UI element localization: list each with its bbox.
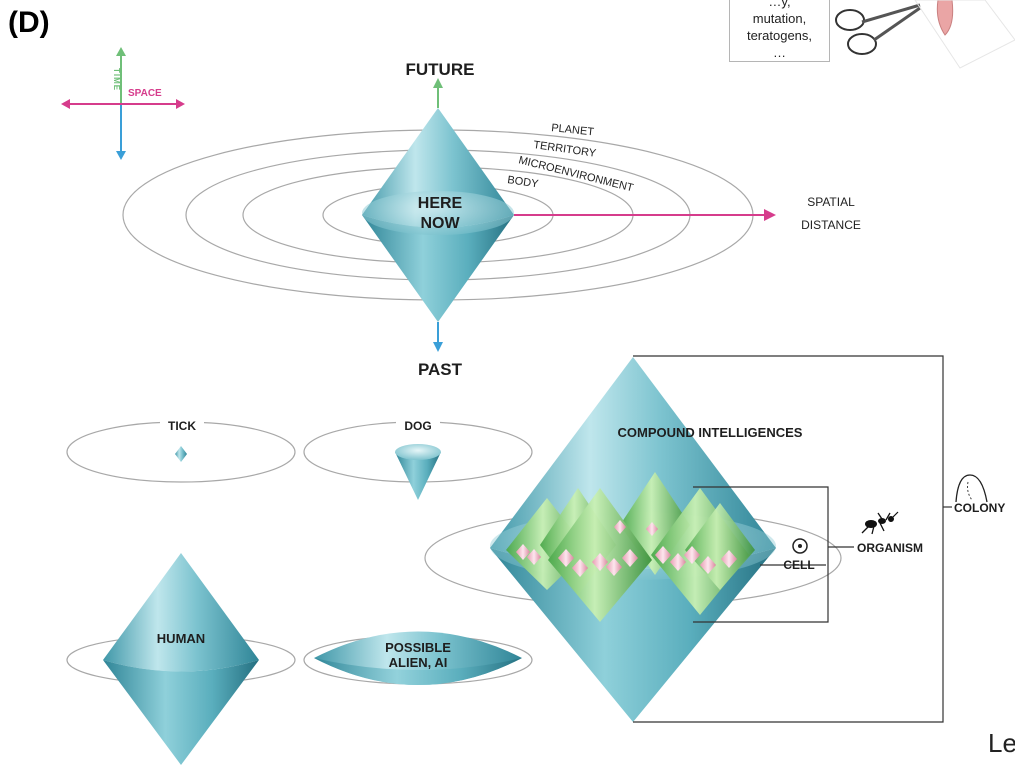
pink-cone — [721, 550, 737, 568]
pink-cone — [516, 544, 530, 560]
dog-cone-group: DOG — [303, 416, 533, 500]
ant-icon — [861, 511, 899, 535]
human-cone-group: HUMAN — [66, 553, 296, 765]
time-axis-label: TIME — [112, 68, 121, 91]
spatial-label-1: SPATIAL — [807, 195, 855, 209]
cell-label: CELL — [783, 558, 814, 572]
future-arrowhead — [433, 78, 443, 88]
organism-bracket — [693, 486, 829, 623]
dog-cone-cap — [395, 444, 441, 460]
past-arrowhead — [433, 342, 443, 352]
human-label: HUMAN — [157, 631, 205, 646]
tick-cone — [175, 446, 187, 462]
spatial-arrowhead — [764, 209, 776, 221]
callout-line-3: teratogens, — [746, 28, 813, 43]
pink-cone — [527, 549, 541, 565]
pink-cone — [614, 520, 626, 534]
now-disc — [362, 191, 514, 235]
pink-cone — [606, 558, 622, 576]
compound-intelligence-group: COMPOUND INTELLIGENCES — [424, 355, 1005, 723]
intervention-callout-box: …y, mutation, teratogens, … — [729, 0, 830, 62]
colony-bracket — [633, 355, 944, 723]
cut-off-text: Le — [988, 728, 1015, 758]
pink-cone — [684, 546, 700, 564]
colony-mound-icon — [955, 474, 988, 503]
pink-cone — [572, 559, 588, 577]
here-now-section: SPATIAL DISTANCE FUTURE PAST HERE NOW PL… — [122, 60, 861, 379]
time-down-arrowhead — [116, 151, 126, 160]
here-label: HERE — [418, 195, 463, 212]
scissors-icon — [835, 3, 921, 55]
compound-label: COMPOUND INTELLIGENCES — [618, 425, 803, 440]
tick-cone-group: TICK — [66, 416, 296, 483]
callout-line-2: mutation, — [752, 11, 807, 26]
callout-line-4: … — [773, 45, 786, 60]
human-future-cone — [103, 553, 259, 672]
ring-label-planet: PLANET — [551, 122, 595, 138]
ring-label-body: BODY — [507, 174, 540, 190]
tissue-sample-shape — [914, 0, 1015, 69]
pink-cone — [655, 546, 671, 564]
pink-cone — [646, 522, 658, 536]
green-cone-6 — [685, 503, 755, 590]
axes-key: TIME SPACE — [61, 47, 185, 160]
cell-nucleus-icon — [798, 544, 802, 548]
tick-label-bg — [160, 416, 204, 432]
space-right-arrowhead — [176, 99, 185, 109]
dog-label: DOG — [404, 419, 431, 433]
panel-letter: (D) — [8, 6, 50, 39]
alien-ai-cone-group: POSSIBLE ALIEN, AI — [303, 631, 533, 685]
cell-icon — [792, 538, 808, 554]
pink-cone — [592, 553, 608, 571]
past-label: PAST — [418, 360, 463, 379]
alien-label-2: ALIEN, AI — [389, 655, 448, 670]
alien-lens-lower — [314, 658, 522, 685]
future-label: FUTURE — [406, 60, 475, 79]
colony-label: COLONY — [954, 501, 1005, 515]
past-cone — [362, 215, 514, 322]
space-axis-label: SPACE — [128, 88, 162, 99]
spatial-label-2: DISTANCE — [801, 218, 861, 232]
pink-cone — [558, 549, 574, 567]
space-left-arrowhead — [61, 99, 70, 109]
dog-cone — [395, 452, 441, 500]
organism-label: ORGANISM — [857, 541, 923, 555]
pink-cone — [670, 553, 686, 571]
pink-cell-cones — [516, 520, 737, 577]
time-arrowhead — [116, 47, 126, 56]
alien-label-1: POSSIBLE — [385, 640, 451, 655]
now-label: NOW — [420, 215, 460, 232]
callout-line-1: …y, — [768, 0, 791, 9]
pink-cone — [700, 556, 716, 574]
tick-label: TICK — [168, 419, 196, 433]
pink-cone — [622, 549, 638, 567]
dog-label-bg — [396, 416, 440, 432]
human-past-cone — [103, 660, 259, 765]
ring-label-territory: TERRITORY — [533, 139, 598, 160]
